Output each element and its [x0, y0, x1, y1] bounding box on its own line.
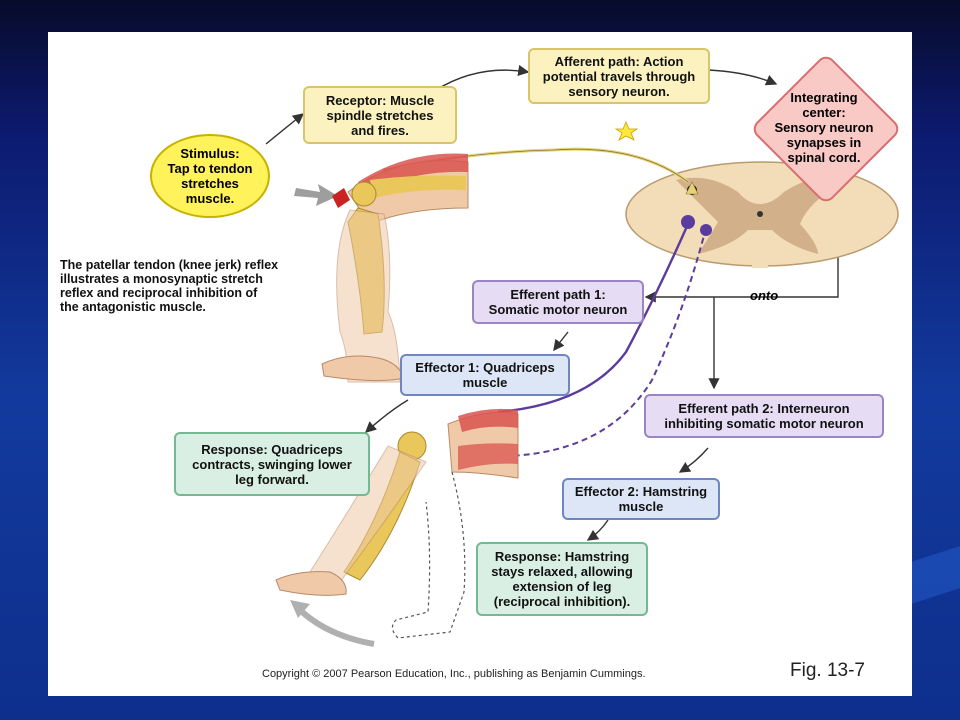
- integrating-center: Integrating center: Sensory neuron synap…: [749, 52, 903, 206]
- onto-label: onto: [750, 288, 779, 303]
- efferent-path-1-label: Efferent path 1: Somatic motor neuron: [472, 280, 644, 324]
- arrow-efferent2-to-effector2: [678, 447, 709, 473]
- arrow-receptor-to-afferent: [435, 64, 530, 91]
- arrow-afferent-to-integrating: [707, 69, 778, 86]
- motor-neuron-hamstring: [507, 227, 707, 457]
- arrow-stimulus-to-receptor: [265, 113, 305, 145]
- tap-arrow-icon: [294, 184, 338, 206]
- integrating-center-label: Integrating center: Sensory neuron synap…: [774, 89, 874, 165]
- swing-arrow-icon: [297, 607, 375, 647]
- response-2-label: Response: Hamstring stays relaxed, allow…: [476, 542, 648, 616]
- arrow-effector1-to-response1: [364, 399, 409, 433]
- motor-neuron-quadriceps: [497, 223, 690, 414]
- receptor-label: Receptor: Muscle spindle stretches and f…: [303, 86, 457, 144]
- action-potential-star-icon: [614, 120, 639, 141]
- effector-1-label: Effector 1: Quadriceps muscle: [400, 354, 570, 396]
- afferent-path-label: Afferent path: Action potential travels …: [528, 48, 710, 104]
- reflex-illustration: [265, 64, 899, 647]
- efferent-path-2-label: Efferent path 2: Interneuron inhibiting …: [644, 394, 884, 438]
- figure-number: Fig. 13-7: [790, 660, 865, 681]
- response-1-label: Response: Quadriceps contracts, swinging…: [174, 432, 370, 496]
- arrow-efferent1-to-effector1: [553, 331, 569, 352]
- reflex-hammer-icon: [332, 188, 350, 208]
- leg-kicking: [275, 408, 519, 647]
- effector-2-label: Effector 2: Hamstring muscle: [562, 478, 720, 520]
- arrow-effector2-to-response2: [586, 519, 609, 541]
- leg-outline-dashed: [391, 471, 466, 639]
- figure-panel: Stimulus: Tap to tendon stretches muscle…: [48, 32, 912, 696]
- stimulus-label: Stimulus: Tap to tendon stretches muscle…: [150, 134, 270, 218]
- copyright-text: Copyright © 2007 Pearson Education, Inc.…: [262, 668, 646, 680]
- figure-description: The patellar tendon (knee jerk) reflex i…: [60, 258, 279, 314]
- leg-at-rest: [294, 153, 469, 383]
